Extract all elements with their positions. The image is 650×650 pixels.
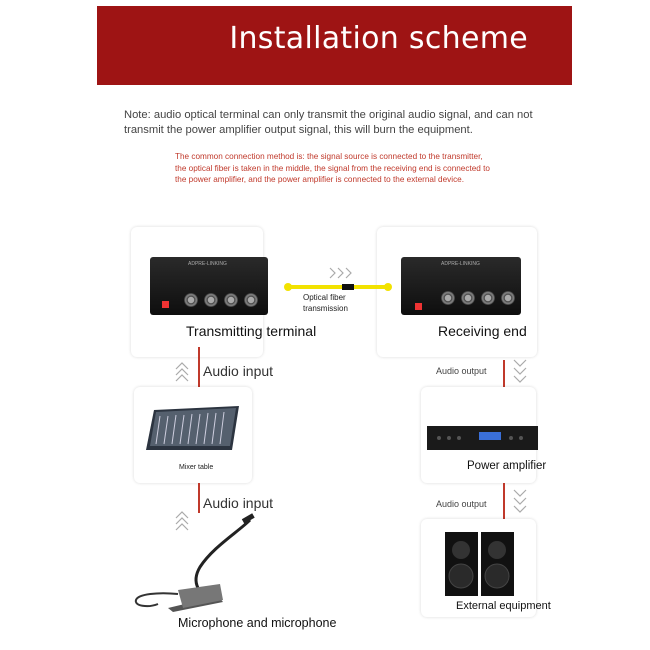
mixer-icon [146, 406, 239, 450]
audio-line [198, 483, 200, 513]
speakers-icon [445, 532, 514, 596]
header-banner: Installation scheme [97, 6, 572, 85]
audio-input-label-2: Audio input [203, 495, 274, 511]
transmitter-device: ADPRE-LINKING [150, 257, 268, 315]
transmitter-brand: ADPRE-LINKING [188, 261, 227, 267]
xlr-icon [501, 291, 515, 305]
page-title: Installation scheme [229, 21, 528, 56]
up-chevrons-icon [175, 511, 189, 531]
xlr-icon [224, 293, 238, 307]
audio-output-label-2: Audio output [436, 499, 487, 509]
audio-output-label-1: Audio output [436, 366, 487, 376]
audio-line [503, 483, 505, 519]
amplifier-label: Power amplifier [467, 460, 547, 472]
up-chevrons-icon [175, 362, 189, 382]
xlr-icon [441, 291, 455, 305]
transmitter-label: Transmitting terminal [186, 323, 317, 339]
speakers-card [421, 519, 536, 617]
receiver-device: ADPRE-LINKING [401, 257, 521, 315]
down-chevrons-icon [513, 359, 527, 383]
receiver-brand: ADPRE-LINKING [441, 261, 480, 267]
microphone-label: Microphone and microphone [178, 616, 337, 630]
microphone-icon [134, 513, 255, 612]
down-chevrons-icon [513, 489, 527, 513]
connection-note: The common connection method is: the sig… [175, 152, 490, 184]
power-switch-icon [162, 301, 169, 308]
speakers-label: External equipment [456, 600, 551, 612]
xlr-icon [184, 293, 198, 307]
xlr-icon [244, 293, 258, 307]
xlr-icon [204, 293, 218, 307]
fiber-link [284, 267, 392, 291]
fiber-label: Optical fiber transmission [303, 293, 348, 313]
xlr-icon [481, 291, 495, 305]
warning-note: Note: audio optical terminal can only tr… [124, 109, 533, 136]
mixer-label: Mixer table [179, 464, 214, 471]
xlr-icon [461, 291, 475, 305]
audio-line [503, 360, 505, 392]
audio-line [198, 347, 200, 387]
power-switch-icon [415, 303, 422, 310]
receiver-label: Receiving end [438, 323, 527, 339]
amplifier-icon [427, 426, 538, 450]
audio-input-label-1: Audio input [203, 363, 274, 379]
